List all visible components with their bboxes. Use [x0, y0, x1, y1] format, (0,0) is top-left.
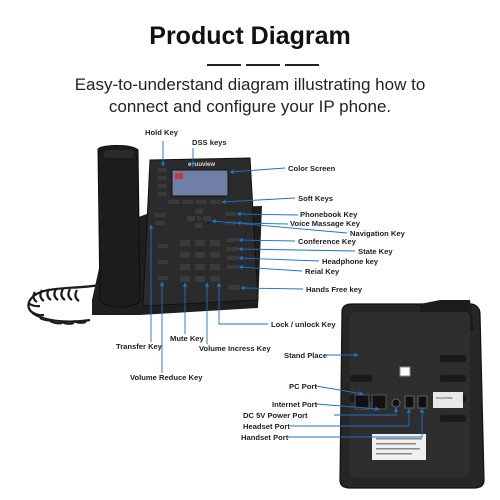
label-volume-incress-key: Volume Incress Key: [199, 344, 271, 353]
label-soft-keys: Soft Keys: [298, 194, 334, 203]
coiled-cord: [27, 283, 101, 325]
phone-brand-label: ecuuview: [188, 162, 215, 168]
page-subtitle: Easy-to-understand diagram illustrating …: [30, 74, 470, 118]
rear-label-brand: ecuuview: [436, 395, 453, 400]
label-headphone-key: Headphone key: [322, 257, 379, 266]
label-hold-key: Hold Key: [145, 128, 178, 137]
label-dss-keys: DSS keys: [192, 138, 227, 147]
label-internet-port: Internet Port: [272, 400, 318, 409]
label-transfer-key: Transfer Key: [116, 342, 163, 351]
callout-lines: [148, 141, 425, 438]
label-headset-port: Headset Port: [243, 422, 290, 431]
label-stand-place: Stand Place: [284, 351, 328, 360]
label-lock-unlock-key: Lock / unlock Key: [271, 320, 336, 329]
label-reial-key: Reial Key: [305, 267, 340, 276]
title-divider-center: [246, 64, 280, 66]
title-divider-right: [285, 64, 319, 66]
subtitle-line-1: Easy-to-understand diagram illustrating …: [74, 75, 426, 94]
page-title: Product Diagram: [149, 22, 351, 50]
label-handset-port: Handset Port: [241, 433, 289, 442]
label-conference-key: Conference Key: [298, 237, 356, 246]
label-state-key: State Key: [358, 247, 393, 256]
label-navigation-key: Navigation Key: [350, 229, 405, 238]
title-divider-left: [207, 64, 241, 66]
navigation-key: [187, 209, 211, 228]
phone-front-illustration: ecuuview: [27, 145, 262, 325]
label-hands-free-key: Hands Free key: [306, 285, 363, 294]
subtitle-line-2: connect and configure your IP phone.: [108, 97, 392, 116]
label-voice-massage-key: Voice Massage Key: [290, 219, 360, 228]
soft-keys: [168, 200, 221, 204]
label-phonebook-key: Phonebook Key: [300, 210, 358, 219]
label-volume-reduce-key: Volume Reduce Key: [130, 373, 203, 382]
label-dc-power-port: DC 5V Power Port: [243, 411, 308, 420]
dial-pad: [180, 240, 220, 282]
label-mute-key: Mute Key: [170, 334, 204, 343]
phone-back-illustration: ecuuview: [339, 300, 485, 489]
label-pc-port: PC Port: [289, 382, 317, 391]
label-color-screen: Color Screen: [288, 164, 336, 173]
dss-keys: [158, 168, 167, 196]
